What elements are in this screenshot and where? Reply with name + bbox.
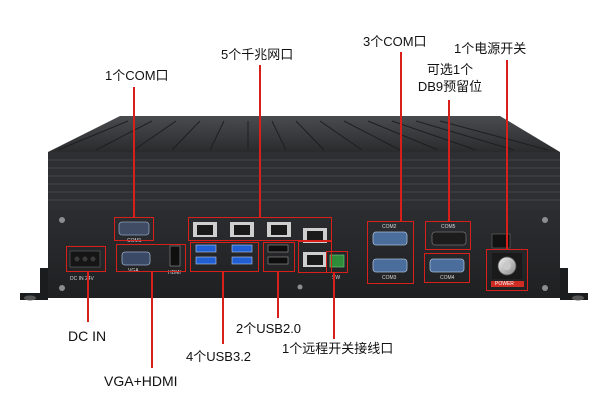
- rj45-row-left: [193, 222, 327, 267]
- leader-lan: [259, 65, 261, 217]
- label-usb20: 2个USB2.0: [236, 321, 302, 336]
- highlight-power: [486, 249, 528, 291]
- leader-com-single: [133, 87, 135, 217]
- highlight-vga-hdmi: [116, 244, 186, 272]
- highlight-com-triple: [367, 221, 414, 284]
- leader-db9: [448, 100, 450, 221]
- screw: [59, 285, 65, 291]
- power-label-plate: [491, 281, 524, 287]
- highlight-lan-ports: [188, 217, 332, 241]
- screw: [542, 285, 548, 291]
- mount-ear-right: [560, 268, 588, 300]
- mount-ear-left: [20, 268, 48, 300]
- label-vga-hdmi: VGA+HDMI: [104, 373, 178, 389]
- print-hdmi: HDMI: [168, 270, 181, 276]
- leader-com-triple: [400, 52, 402, 221]
- highlight-db9-reserved: [425, 221, 471, 250]
- leader-usb32: [222, 272, 224, 344]
- print-com3: COM3: [382, 275, 397, 281]
- highlight-com4: [424, 253, 470, 283]
- usb32-ports: [195, 244, 253, 265]
- com5-reserved: [431, 231, 467, 246]
- leader-power: [506, 60, 508, 249]
- screw: [297, 284, 303, 290]
- label-power-switch: 1个电源开关: [454, 41, 527, 56]
- chassis-top: [48, 116, 560, 152]
- remote-switch-connector: [329, 254, 345, 268]
- print-com4: COM4: [440, 275, 455, 281]
- print-power: POWER: [495, 281, 514, 287]
- leader-dc-in: [87, 272, 89, 322]
- com3-port: [372, 258, 408, 273]
- label-usb32: 4个USB3.2: [186, 349, 252, 364]
- label-remote-switch: 1个远程开关接线口: [282, 341, 394, 356]
- print-com2: COM2: [382, 224, 397, 230]
- screw: [59, 217, 65, 223]
- highlight-usb32: [190, 242, 259, 272]
- reserved-square: [491, 233, 511, 249]
- print-dc-in: DC IN 24V: [70, 276, 94, 282]
- com2-port: [372, 231, 408, 246]
- vga-port: [121, 251, 151, 266]
- highlight-lan-ports-side: [298, 241, 332, 273]
- label-db9-line1: 可选1个: [426, 62, 474, 77]
- chassis-upper-body: [48, 152, 560, 210]
- label-com-single: 1个COM口: [105, 68, 169, 83]
- com4-port: [429, 258, 465, 273]
- highlight-usb20: [263, 242, 295, 272]
- leader-vga-hdmi: [151, 272, 153, 368]
- print-com1: COM1: [127, 238, 142, 244]
- print-sw: SW: [332, 275, 341, 281]
- label-com-triple: 3个COM口: [363, 34, 427, 49]
- screw: [542, 217, 548, 223]
- com1-port: [118, 221, 150, 236]
- hdmi-port: [169, 245, 181, 267]
- heatsink-fins: [57, 120, 549, 151]
- label-lan-ports: 5个千兆网口: [221, 47, 294, 62]
- highlight-com1: [114, 217, 154, 241]
- print-com5: COM5: [441, 224, 456, 230]
- highlight-remote-switch: [326, 251, 348, 273]
- leader-remote-switch: [333, 273, 335, 339]
- leader-usb20: [277, 272, 279, 318]
- label-dc-in: DC IN: [68, 328, 107, 344]
- usb20-ports: [267, 244, 289, 265]
- highlight-dc-in: [66, 246, 106, 272]
- label-db9-line2: DB9预留位: [417, 79, 483, 94]
